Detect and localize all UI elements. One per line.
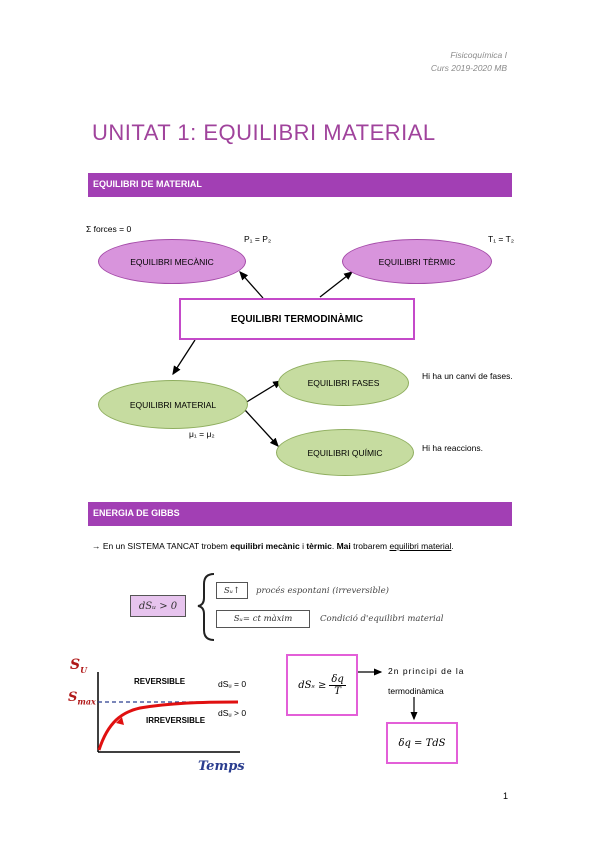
right-arrow-icon: → [92,541,101,551]
intro-sentence: → En un SISTEMA TANCAT trobem equilibri … [92,541,454,551]
irreversible-label: IRREVERSIBLE [146,716,206,725]
arrow-to-fases [244,380,283,404]
quimic-note: Hi ha reaccions. [422,443,483,453]
smax-label-main: S [68,690,78,705]
ds-irreversible-label: dSᵤ > 0 [218,708,247,718]
heat-formula-box: δq = TdS [386,722,458,764]
condicio-equilibri-text: Condició d'equilibri material [320,614,444,624]
header-course: Fisicoquímica I [450,50,507,60]
temperature-equality-label: T₁ = T₂ [488,234,515,244]
intro-bold-mecanic: equilibri mecànic [230,541,300,551]
entropy-curve [97,700,239,751]
page-title: UNITAT 1: EQUILIBRI MATERIAL [92,120,436,145]
graph-y-label: SU [70,657,87,675]
node-equilibri-termodinamic: EQUILIBRI TERMODINÀMIC [179,298,415,340]
node-equilibri-material-label: EQUILIBRI MATERIAL [129,399,217,410]
sum-forces-label: Σ forces = 0 [86,224,132,234]
pressure-equality-label: P₁ = P₂ [244,234,272,244]
ds-reversible-label: dSᵤ = 0 [218,679,247,689]
graph-x-label: Temps [198,759,245,774]
node-equilibri-fases: EQUILIBRI FASES [278,360,409,406]
intro-text-4: trobarem [350,541,390,551]
reversible-label: REVERSIBLE [134,677,186,686]
curve-arrow-icon [116,717,124,725]
page-number: 1 [503,791,509,801]
second-law-caption-line2: termodinàmica [388,686,444,696]
node-equilibri-termic-label: EQUILIBRI TÈRMIC [378,256,456,267]
fases-note: Hi ha un canvi de fases. [422,371,513,381]
node-equilibri-mecanic: EQUILIBRI MECÀNIC [98,239,246,284]
arrow-to-material [172,339,196,376]
intro-text-5: . [451,541,454,551]
node-equilibri-quimic: EQUILIBRI QUÍMIC [276,429,414,476]
graph-y-label-main: S [70,657,81,673]
su-increase-box: Sᵤ↑ [216,582,248,599]
intro-text-2: i [299,541,307,551]
proces-espontani-text: procés espontani (irreversible) [256,586,389,596]
node-equilibri-fases-label: EQUILIBRI FASES [307,378,380,388]
intro-text-3: . [331,541,337,551]
fraction-numerator: δq [329,673,346,686]
second-law-caption: 2n principi de la termodinàmica [388,661,498,701]
second-law-fraction: δq T [329,673,346,697]
smax-label: Smax [68,690,96,707]
second-law-formula-lhs: dSₛ ≥ [298,679,327,691]
intro-text-1: En un SISTEMA TANCAT trobem [100,541,231,551]
node-equilibri-mecanic-label: EQUILIBRI MECÀNIC [130,256,214,267]
intro-bold-termic: tèrmic [306,541,332,551]
node-equilibri-material: EQUILIBRI MATERIAL [98,380,248,429]
second-law-caption-line1: 2n principi de la [388,666,465,676]
node-equilibri-termic: EQUILIBRI TÈRMIC [342,239,492,284]
second-law-formula-box: dSₛ ≥ δq T [286,654,358,716]
section-heading-equilibri-material: EQUILIBRI DE MATERIAL [88,173,512,197]
section-heading-energia-gibbs: ENERGIA DE GIBBS [88,502,512,526]
node-equilibri-termodinamic-label: EQUILIBRI TERMODINÀMIC [230,313,364,325]
chemical-potential-label: μ₁ = μ₂ [189,429,215,439]
intro-bold-mai: Mai [336,541,351,551]
arrow-to-termic [319,271,354,298]
arrow-to-mecanic [239,271,264,299]
header-year: Curs 2019-2020 MB [430,63,507,73]
smax-label-sub: max [77,696,96,707]
heat-formula: δq = TdS [398,737,446,749]
intro-underline-material: equilibri material [389,541,452,551]
node-equilibri-quimic-label: EQUILIBRI QUÍMIC [307,447,383,458]
ds-positive-box: dSᵤ > 0 [130,595,186,617]
su-constant-box: Sᵤ= ct màxim [216,610,310,628]
arrow-to-quimic [244,409,279,447]
graph-y-label-sub: U [80,664,88,675]
fraction-denominator: T [334,685,341,697]
